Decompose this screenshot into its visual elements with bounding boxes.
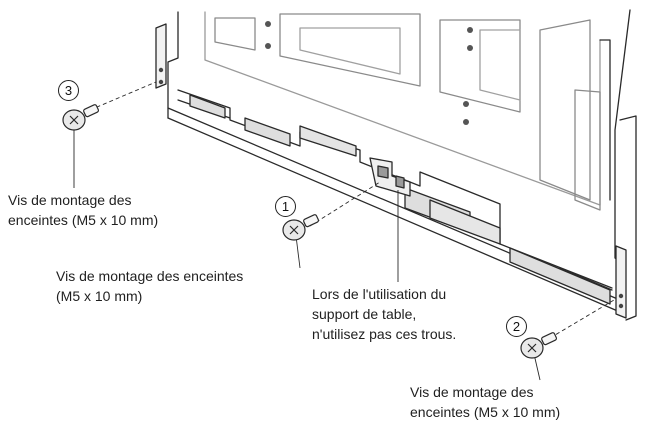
screw-icon: [520, 332, 558, 359]
stand-bracket: [369, 157, 411, 197]
label-screw-2: Vis de montage des enceintes (M5 x 10 mm…: [410, 382, 560, 422]
label-holes-note: Lors de l'utilisation du support de tabl…: [312, 284, 456, 344]
label-holes-note-line2: support de table,: [312, 306, 417, 322]
label-screw-3-line1: Vis de montage des: [8, 192, 132, 208]
leader-screw-3: [89, 81, 157, 111]
label-holes-note-line1: Lors de l'utilisation du: [312, 286, 447, 302]
screw-icon: [62, 104, 100, 131]
callout-number-2: 2: [506, 316, 527, 337]
label-holes-note-line3: n'utilisez pas ces trous.: [312, 326, 457, 342]
right-speaker-bracket: [615, 245, 627, 319]
left-speaker-bracket: [155, 23, 167, 89]
screw-icon: [282, 214, 320, 241]
label-screw-1-line1: Vis de montage des enceintes: [56, 268, 244, 284]
tv-bottom-edge: [167, 117, 621, 313]
label-screw-3-line2: enceintes (M5 x 10 mm): [8, 212, 159, 228]
leader-label-2: [533, 353, 541, 381]
leader-label-1: [295, 235, 301, 269]
callout-number-1: 1: [275, 196, 296, 217]
leader-screw-2: [549, 299, 615, 339]
label-screw-2-line1: Vis de montage des: [410, 384, 534, 400]
tv-back-panel: [167, 9, 631, 301]
label-screw-1-line2: (M5 x 10 mm): [56, 288, 143, 304]
callout-number-3: 3: [58, 80, 79, 101]
label-screw-1: Vis de montage des enceintes (M5 x 10 mm…: [56, 266, 243, 306]
label-screw-2-line2: enceintes (M5 x 10 mm): [410, 404, 561, 420]
label-screw-3: Vis de montage des enceintes (M5 x 10 mm…: [8, 190, 158, 230]
